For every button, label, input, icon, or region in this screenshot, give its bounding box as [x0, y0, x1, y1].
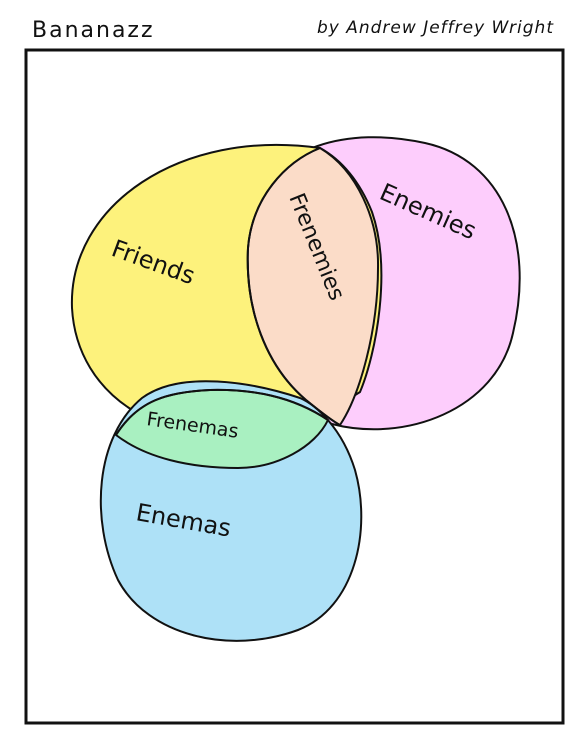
- comic-title: Bananazz: [32, 18, 155, 43]
- comic-byline: by Andrew Jeffrey Wright: [316, 18, 554, 38]
- panel-border: [24, 48, 565, 725]
